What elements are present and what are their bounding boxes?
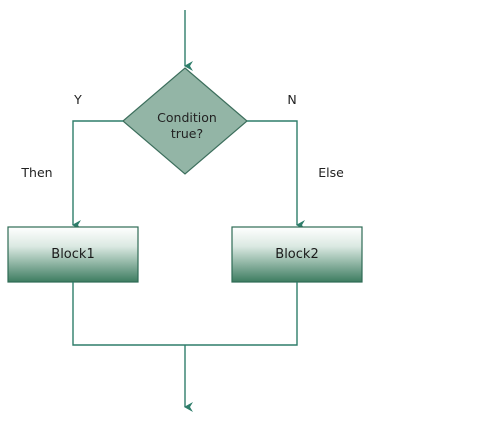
merge-line [72, 282, 298, 346]
yes-branch-line [72, 120, 123, 230]
else-label: Else [318, 165, 344, 180]
decision-diamond [122, 67, 248, 175]
decision-label-line1: Condition [157, 110, 217, 125]
block2-box [231, 226, 363, 283]
then-label: Then [20, 165, 52, 180]
block2-label: Block2 [275, 247, 318, 262]
decision-label-line2: true? [171, 126, 203, 141]
yes-label: Y [73, 92, 82, 107]
no-label: N [287, 92, 296, 107]
block1-label: Block1 [51, 247, 94, 262]
block1-box [7, 226, 139, 283]
no-branch-line [247, 120, 305, 230]
